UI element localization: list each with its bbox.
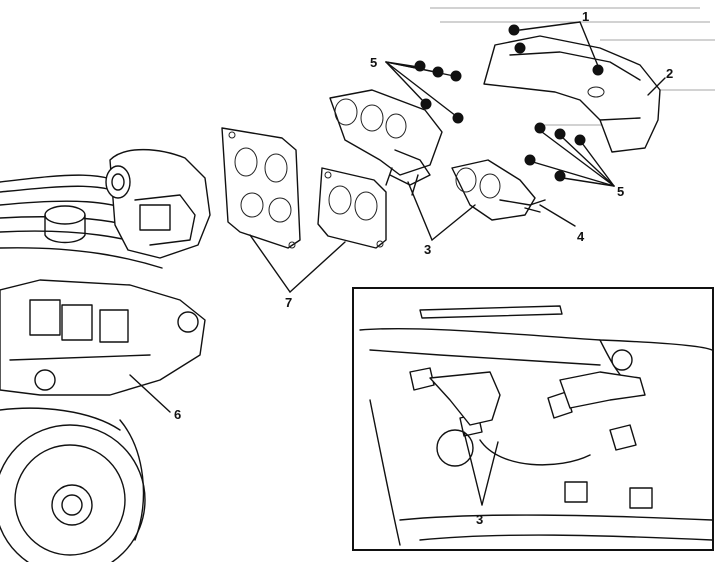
gasket-large bbox=[221, 127, 301, 249]
callout-4: 4 bbox=[577, 229, 585, 244]
callout-3-top: 3 bbox=[424, 242, 431, 257]
callout-1: 1 bbox=[582, 9, 589, 24]
leader-lines bbox=[129, 21, 666, 413]
callout-6: 6 bbox=[174, 407, 181, 422]
engine-block bbox=[0, 148, 211, 562]
callout-2: 2 bbox=[666, 66, 673, 81]
callout-3-inset: 3 bbox=[476, 512, 483, 527]
detail-inset bbox=[352, 287, 714, 551]
callout-5-top: 5 bbox=[370, 55, 377, 70]
background-text-faint bbox=[430, 7, 715, 126]
callout-labels: 1 2 5 5 3 4 7 6 3 bbox=[174, 9, 673, 527]
exhaust-manifold-upper bbox=[329, 89, 443, 196]
gasket-small bbox=[317, 167, 387, 249]
heat-shield bbox=[483, 35, 661, 153]
callout-7: 7 bbox=[285, 295, 292, 310]
nuts bbox=[414, 24, 604, 182]
exhaust-manifold-lower bbox=[451, 159, 546, 221]
callout-5-right: 5 bbox=[617, 184, 624, 199]
